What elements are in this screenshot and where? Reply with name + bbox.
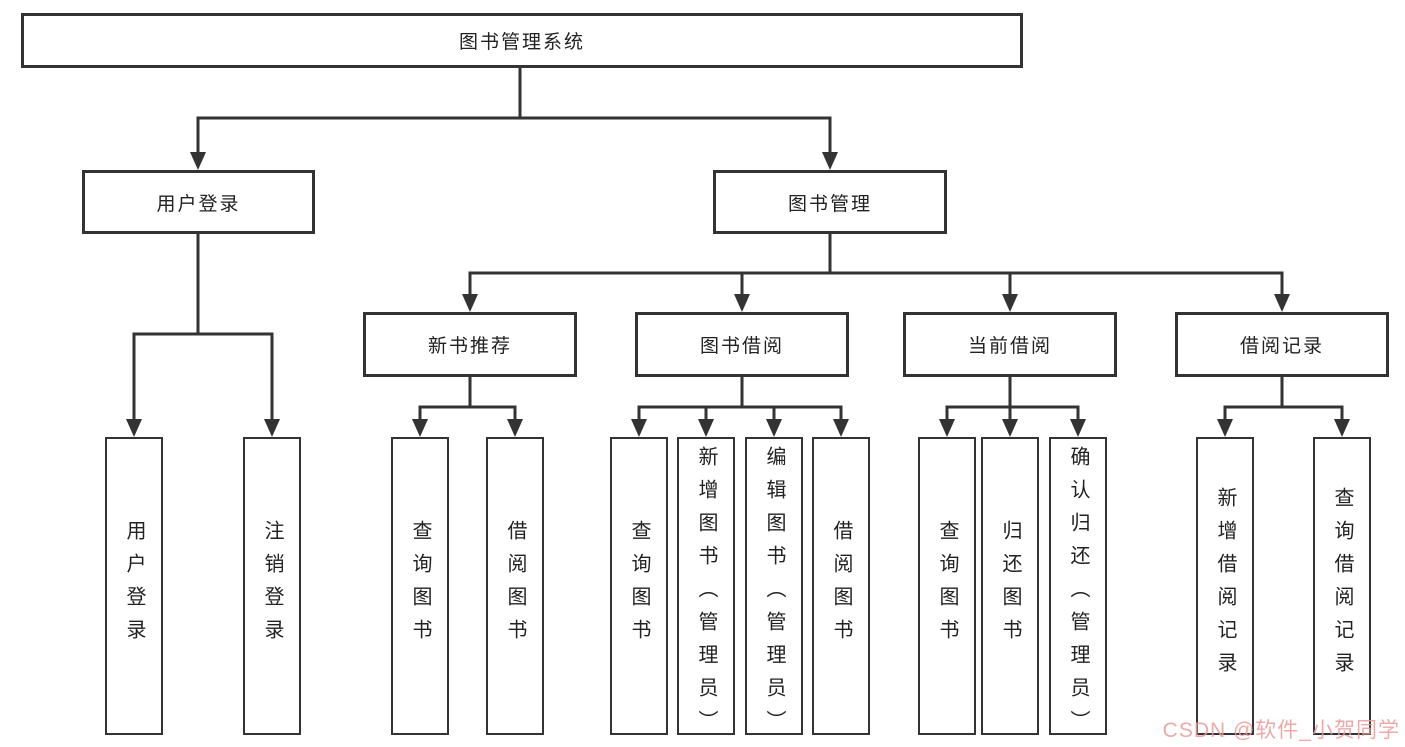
leaf-label: 查询借阅记录 (1331, 487, 1353, 685)
arrowhead (1334, 419, 1350, 437)
node-label: 新书推荐 (427, 336, 512, 357)
arrowhead (631, 419, 647, 437)
leaf-label: 查询图书 (409, 520, 431, 652)
node-label: 图书借阅 (699, 336, 784, 357)
leaf-label: 归还图书 (999, 520, 1021, 652)
connector-user-login (132, 231, 274, 421)
node-book-borrowing: 图书借阅 (635, 312, 849, 377)
arrowhead (822, 152, 838, 170)
connector-root (196, 66, 832, 154)
leaf-user-login: 用户登录 (105, 437, 163, 735)
arrowhead (1274, 294, 1290, 312)
arrowhead (1002, 294, 1018, 312)
connector-book-management (468, 231, 1284, 296)
arrowhead (939, 419, 955, 437)
connector-new-book (418, 375, 517, 421)
node-current-borrowing: 当前借阅 (903, 312, 1117, 377)
arrowhead (462, 294, 478, 312)
leaf-label: 注销登录 (261, 520, 283, 652)
node-label: 借阅记录 (1239, 336, 1324, 357)
node-library-management-system: 图书管理系统 (21, 13, 1023, 68)
arrowhead (734, 294, 750, 312)
arrowhead (190, 152, 206, 170)
node-label: 图书管理系统 (458, 32, 585, 53)
arrowhead (698, 419, 714, 437)
node-borrow-records: 借阅记录 (1175, 312, 1389, 377)
leaf-logout: 注销登录 (243, 437, 301, 735)
leaf-borrow-books-1: 借阅图书 (486, 437, 544, 735)
leaf-label: 确认归还（管理员） (1067, 446, 1089, 743)
arrowhead (126, 419, 142, 437)
leaf-confirm-return-admin: 确认归还（管理员） (1049, 437, 1107, 743)
leaf-return-books: 归还图书 (981, 437, 1039, 735)
leaf-label: 编辑图书（管理员） (763, 446, 785, 743)
arrowhead (833, 419, 849, 437)
arrowhead (1002, 419, 1018, 437)
leaf-label: 新增借阅记录 (1214, 487, 1236, 685)
leaf-query-books-3: 查询图书 (918, 437, 976, 735)
node-label: 当前借阅 (967, 336, 1052, 357)
node-label: 图书管理 (787, 193, 872, 215)
connector-borrow-records (1223, 375, 1344, 421)
leaf-label: 新增图书（管理员） (695, 446, 717, 743)
leaf-query-books-2: 查询图书 (610, 437, 668, 735)
leaf-label: 借阅图书 (504, 520, 526, 652)
csdn-watermark: CSDN @软件_小贺同学 (1162, 719, 1400, 742)
leaf-label: 借阅图书 (830, 520, 852, 652)
arrowhead (264, 419, 280, 437)
leaf-edit-books-admin: 编辑图书（管理员） (745, 437, 803, 743)
arrowhead (507, 419, 523, 437)
connector-book-borrowing (637, 375, 843, 421)
node-new-book-recommend: 新书推荐 (363, 312, 577, 377)
node-book-management: 图书管理 (713, 170, 947, 234)
arrowhead (1217, 419, 1233, 437)
leaf-add-books-admin: 新增图书（管理员） (677, 437, 735, 743)
arrowhead (1070, 419, 1086, 437)
node-label: 用户登录 (156, 193, 241, 215)
arrowhead (766, 419, 782, 437)
node-user-login: 用户登录 (82, 170, 315, 234)
leaf-add-borrow-record: 新增借阅记录 (1196, 437, 1254, 735)
leaf-query-books-1: 查询图书 (391, 437, 449, 735)
leaf-label: 查询图书 (628, 520, 650, 652)
arrowhead (412, 419, 428, 437)
leaf-borrow-books-2: 借阅图书 (812, 437, 870, 735)
leaf-query-borrow-record: 查询借阅记录 (1313, 437, 1371, 735)
leaf-label: 用户登录 (123, 520, 145, 652)
connector-current-borrowing (945, 375, 1080, 421)
leaf-label: 查询图书 (936, 520, 958, 652)
